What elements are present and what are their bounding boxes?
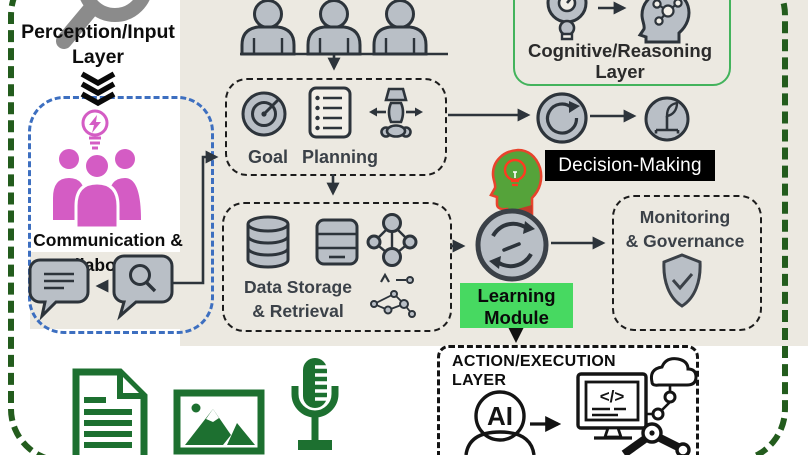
learning-head-icon — [489, 148, 543, 216]
planning-label: Planning — [302, 147, 378, 167]
data-storage-line2: & Retrieval — [252, 300, 344, 321]
scatter-graph-icon — [370, 272, 416, 318]
microphone-icon — [291, 358, 339, 450]
cognitive-line1: Cognitive/Reasoning — [528, 40, 712, 61]
outer-dashed-frame — [8, 0, 788, 455]
goal-label: Goal — [247, 147, 288, 167]
monitoring-box — [612, 195, 762, 331]
target-icon — [241, 91, 287, 137]
data-storage-line1: Data Storage — [244, 277, 352, 297]
decision-label: Decision-Making — [545, 150, 715, 181]
robot-arm-icon — [621, 422, 691, 455]
action-line2: LAYER — [452, 371, 507, 389]
cognitive-label: Cognitive/Reasoning Layer — [513, 40, 727, 83]
image-icon — [173, 389, 265, 455]
database-icon — [246, 215, 290, 269]
growth-icon — [644, 96, 690, 142]
users-icon — [240, 0, 428, 56]
learning-label: Learning Module — [460, 283, 573, 328]
document-icon — [72, 368, 148, 455]
communication-box — [28, 96, 214, 334]
reasoning-head-icon — [637, 0, 691, 44]
search-bubble-icon — [112, 254, 174, 321]
chevrons-down-icon — [80, 71, 116, 107]
checklist-icon — [308, 86, 352, 139]
monitoring-line1: Monitoring — [639, 207, 731, 227]
action-label: ACTION/EXECUTION LAYER — [452, 353, 662, 391]
code-symbol: </> — [600, 387, 625, 406]
perception-line1: Perception/Input — [21, 21, 175, 43]
connector-search-to-goal — [172, 150, 219, 285]
cognitive-line2: Layer — [595, 61, 645, 83]
idea-bulb-icon — [81, 109, 109, 150]
team-icon — [53, 149, 141, 230]
monitoring-line2: & Governance — [625, 230, 745, 251]
chat-bubble-icon — [28, 258, 90, 321]
cycle-icon — [536, 92, 588, 144]
code-monitor-icon: </> — [576, 357, 698, 455]
ai-badge: AI — [487, 401, 513, 431]
learning-line2: Module — [484, 307, 549, 329]
sync-icon — [475, 208, 549, 282]
perception-line2: Layer — [71, 46, 125, 69]
cognitive-box — [513, 0, 731, 86]
monitoring-label: Monitoring & Governance — [614, 206, 756, 253]
shield-check-icon — [662, 253, 702, 308]
cloud-nodes-icon — [646, 357, 698, 421]
perception-layer-label: Perception/Input Layer — [4, 20, 192, 71]
gauge-icon — [546, 0, 588, 41]
communication-line1: Communication & — [33, 230, 183, 250]
goal-planning-box — [225, 78, 447, 176]
ai-person-icon: AI — [464, 390, 536, 455]
magnifier-icon — [56, 0, 150, 49]
server-icon — [315, 218, 359, 266]
monitor: </> — [576, 372, 648, 440]
data-storage-label: Data Storage & Retrieval — [228, 276, 368, 323]
graph-icon — [366, 213, 418, 267]
data-storage-box — [222, 202, 452, 332]
learning-line1: Learning — [477, 285, 556, 306]
action-line1: ACTION/EXECUTION — [452, 353, 616, 370]
figure-directions-icon — [369, 87, 423, 138]
